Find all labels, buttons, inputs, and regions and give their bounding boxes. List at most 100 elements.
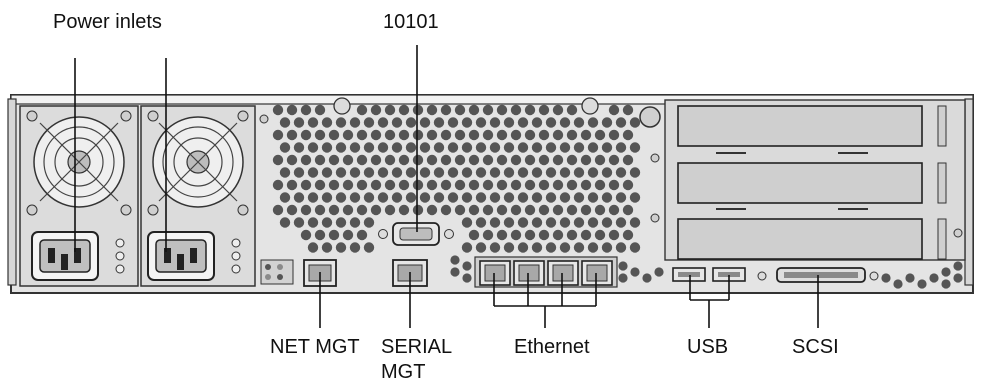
vent-hole — [531, 142, 543, 153]
vent-hole — [335, 217, 347, 228]
vent-hole — [349, 117, 361, 128]
vent-hole — [566, 179, 578, 191]
vent-hole — [468, 129, 480, 141]
vent-grille — [272, 104, 641, 253]
chassis-screw — [581, 97, 599, 115]
vent-hole — [489, 242, 501, 253]
vent-hole — [524, 104, 536, 116]
vent-hole — [286, 104, 298, 116]
vent-hole — [552, 204, 564, 216]
vent-hole — [475, 217, 487, 228]
vent-hole — [454, 179, 466, 191]
vent-hole — [356, 154, 368, 166]
vent-hole — [293, 192, 305, 203]
vent-hole — [391, 117, 403, 128]
vent-hole — [594, 154, 606, 166]
vent-hole — [615, 242, 627, 253]
vent-hole — [419, 142, 431, 153]
vent-hole — [496, 104, 508, 116]
vent-hole — [419, 117, 431, 128]
vent-dot — [450, 255, 460, 265]
vent-hole — [300, 204, 312, 216]
psu-right-screw — [237, 204, 249, 216]
vent-hole — [272, 204, 284, 216]
vent-hole — [482, 104, 494, 116]
vent-dot — [462, 261, 472, 271]
power-inlet-left-pin — [48, 248, 55, 263]
label-scsi: SCSI — [792, 336, 839, 358]
vent-hole — [342, 179, 354, 191]
vent-dot — [642, 273, 652, 283]
vent-hole — [566, 129, 578, 141]
vent-hole — [615, 142, 627, 153]
vent-hole — [559, 117, 571, 128]
vent-hole — [335, 142, 347, 153]
vent-hole — [314, 154, 326, 166]
label-usb: USB — [687, 336, 728, 358]
vent-hole — [587, 167, 599, 178]
vent-hole — [363, 142, 375, 153]
vent-hole — [538, 129, 550, 141]
vent-hole — [468, 179, 480, 191]
vent-hole — [363, 192, 375, 203]
vent-hole — [538, 229, 550, 241]
vent-hole — [608, 154, 620, 166]
vent-hole — [531, 217, 543, 228]
vent-hole — [349, 142, 361, 153]
vent-hole — [608, 179, 620, 191]
vent-hole — [433, 142, 445, 153]
vent-hole — [587, 117, 599, 128]
vent-hole — [412, 154, 424, 166]
vent-hole — [398, 104, 410, 116]
vent-hole — [419, 167, 431, 178]
pci-bracket — [937, 162, 947, 204]
vent-dot — [462, 273, 472, 283]
vent-hole — [552, 104, 564, 116]
vent-hole — [559, 217, 571, 228]
vent-hole — [328, 129, 340, 141]
vent-hole — [321, 167, 333, 178]
vent-hole — [370, 179, 382, 191]
vent-hole — [629, 217, 641, 228]
vent-hole — [531, 192, 543, 203]
vent-hole — [349, 167, 361, 178]
serial-db9-port — [378, 222, 454, 246]
indicator-led — [277, 274, 283, 280]
vent-hole — [384, 179, 396, 191]
vent-hole — [454, 154, 466, 166]
power-inlet-right-pin — [177, 254, 184, 270]
vent-hole — [321, 242, 333, 253]
vent-hole — [300, 129, 312, 141]
lower-vent-dots — [450, 255, 963, 289]
vent-hole — [440, 104, 452, 116]
vent-hole — [440, 129, 452, 141]
vent-hole — [307, 242, 319, 253]
pci-slots — [664, 99, 966, 261]
vent-dot — [953, 273, 963, 283]
vent-hole — [454, 129, 466, 141]
vent-hole — [286, 179, 298, 191]
vent-hole — [468, 204, 480, 216]
vent-hole — [454, 104, 466, 116]
vent-hole — [321, 192, 333, 203]
vent-hole — [629, 142, 641, 153]
vent-hole — [503, 117, 515, 128]
indicator-panel — [260, 259, 294, 285]
usb-port-tongue — [718, 272, 740, 277]
vent-hole — [461, 117, 473, 128]
vent-hole — [524, 129, 536, 141]
chassis-right-ear — [964, 98, 974, 286]
psu-right-screw — [237, 110, 249, 122]
vent-hole — [314, 104, 326, 116]
pci-slot-cover — [677, 105, 923, 147]
vent-hole — [482, 229, 494, 241]
vent-hole — [629, 167, 641, 178]
ethernet-port-jack — [552, 264, 574, 282]
vent-hole — [356, 179, 368, 191]
vent-hole — [482, 179, 494, 191]
vent-hole — [447, 142, 459, 153]
label-serial-mgt-line1: SERIAL — [381, 336, 452, 358]
vent-hole — [566, 104, 578, 116]
vent-hole — [517, 192, 529, 203]
vent-hole — [510, 204, 522, 216]
